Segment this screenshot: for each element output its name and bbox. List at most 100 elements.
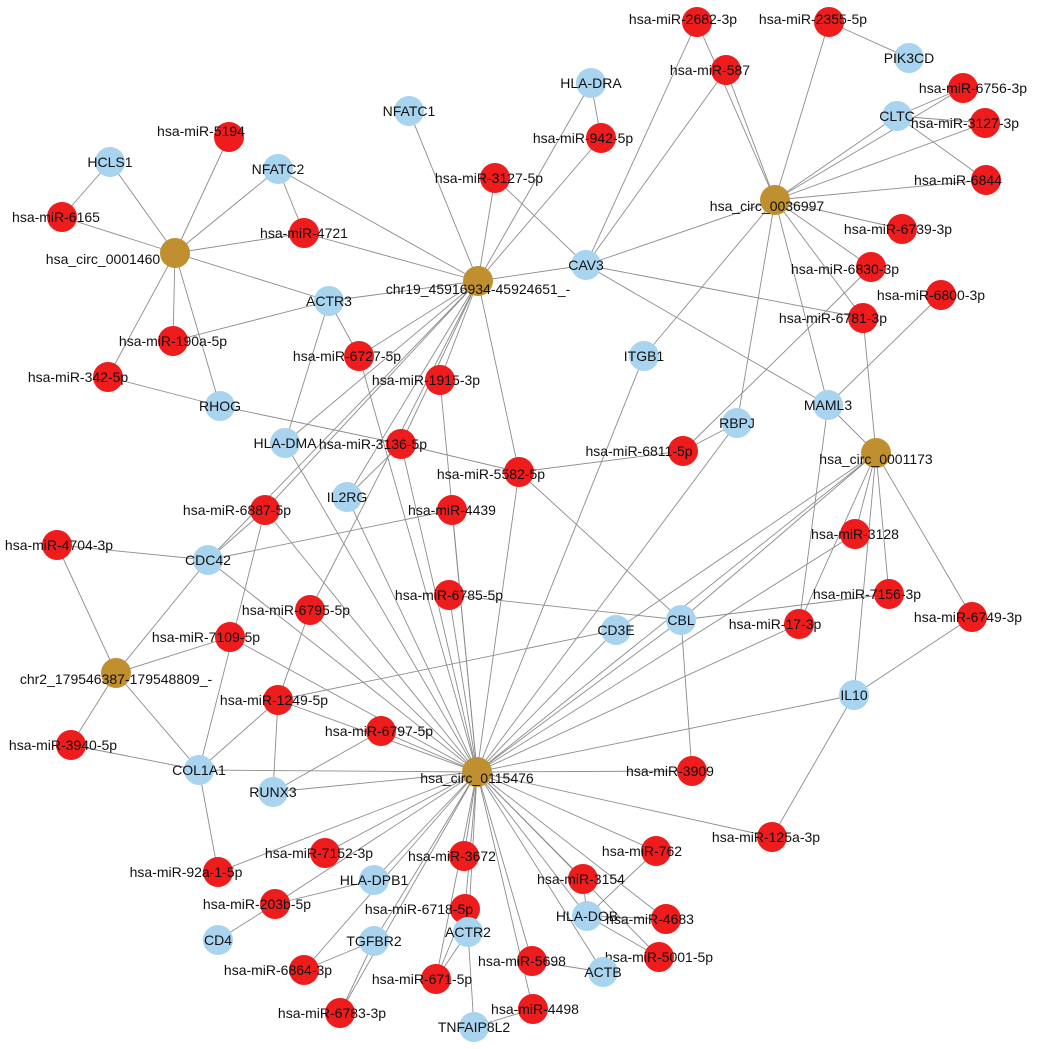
mrna-node-circle xyxy=(394,96,424,126)
node-label: hsa-miR-6811-5p xyxy=(585,443,692,459)
edge-circ_0001460-HCLS1 xyxy=(109,161,176,254)
edge-chr2-m7109 xyxy=(115,636,231,674)
mirna-node-circle xyxy=(677,756,707,786)
edge-CDC42-m4439 xyxy=(207,509,453,561)
edge-circ_0036997-MAML3 xyxy=(774,199,829,406)
edge-circ_0115476-ACTB xyxy=(476,771,604,973)
node-nfatc2: NFATC2 xyxy=(252,154,305,184)
edge-circ_0115476-m6887 xyxy=(264,509,478,773)
edge-COL1A1-m92a xyxy=(198,769,219,873)
edge-chr19-HLA-DMA xyxy=(284,280,479,444)
node-label: hsa-miR-6830-3p xyxy=(791,261,899,277)
node-m92a: hsa-miR-92a-1-5p xyxy=(130,857,243,887)
node-actr3: ACTR3 xyxy=(306,286,352,316)
edge-circ_0115476-RUNX3 xyxy=(272,771,478,793)
edge-IL10-m6749 xyxy=(853,616,973,696)
node-cd4: CD4 xyxy=(203,925,233,955)
node-label: hsa-miR-3127-5p xyxy=(435,170,543,186)
edge-circ_0115476-m7152 xyxy=(324,771,478,854)
node-rhog: RHOG xyxy=(199,391,241,421)
node-label: hsa_circ_0115476 xyxy=(420,770,534,786)
node-label: hsa-miR-2682-3p xyxy=(629,11,737,27)
node-m7109: hsa-miR-7109-5p xyxy=(152,622,260,652)
nodes-layer: hsa_circ_0001460chr19_45916934-45924651_… xyxy=(5,7,1027,1042)
node-m3136: hsa-miR-3136-5p xyxy=(319,429,427,459)
mrna-node-circle xyxy=(459,1012,489,1042)
mirna-node-circle xyxy=(586,123,616,153)
edge-MAML3-m6800 xyxy=(827,294,942,406)
node-hla-dpb1: HLA-DPB1 xyxy=(340,865,408,895)
mrna-node-circle xyxy=(184,755,214,785)
node-label: chr19_45916934-45924651_- xyxy=(386,281,571,297)
node-m4683: hsa-miR-4683 xyxy=(606,904,694,934)
node-label: hsa-miR-342-5p xyxy=(28,369,129,385)
node-label: hsa-miR-3136-5p xyxy=(319,436,427,452)
node-itgb1: ITGB1 xyxy=(624,341,664,371)
edge-m3127_5-CAV3 xyxy=(494,177,587,266)
edge-circ_0115476-HLA-DPB1 xyxy=(373,771,478,881)
node-m6830: hsa-miR-6830-3p xyxy=(791,252,899,282)
node-label: hsa-miR-762 xyxy=(602,843,682,859)
mirna-node-circle xyxy=(250,495,280,525)
mrna-node-circle xyxy=(722,408,752,438)
node-label: hsa-miR-5194 xyxy=(157,123,245,139)
edge-circ_0001460-m5194 xyxy=(174,136,230,254)
node-cav3: CAV3 xyxy=(568,250,604,280)
node-label: hsa-miR-3940-5p xyxy=(9,737,117,753)
node-label: TNFAIP8L2 xyxy=(438,1019,511,1035)
edge-IL10-m125a xyxy=(771,694,855,838)
mirna-node-circle xyxy=(215,622,245,652)
node-m342: hsa-miR-342-5p xyxy=(28,362,129,392)
node-label: hsa-miR-6165 xyxy=(12,209,100,225)
edge-m3136-m5582 xyxy=(400,443,520,473)
mirna-node-circle xyxy=(848,303,878,333)
edge-chr19-IL2RG xyxy=(346,280,479,498)
node-m190a: hsa-miR-190a-5p xyxy=(119,326,227,356)
node-label: hsa-miR-5698 xyxy=(478,953,566,969)
edge-circ_0001460-NFATC2 xyxy=(174,168,279,254)
edge-circ_0115476-m3136 xyxy=(400,443,478,773)
mrna-node-circle xyxy=(571,250,601,280)
node-label: hsa-miR-2355-5p xyxy=(759,11,867,27)
edge-circ_0115476-m6797 xyxy=(380,730,478,773)
node-m6749: hsa-miR-6749-3p xyxy=(914,602,1022,632)
mirna-node-circle xyxy=(948,73,978,103)
node-m6800: hsa-miR-6800-3p xyxy=(877,280,985,310)
edge-chr19-CAV3 xyxy=(477,264,587,282)
edge-m6795-m1249 xyxy=(277,609,311,701)
edge-circ_0036997-RBPJ xyxy=(736,199,776,424)
node-cd3e: CD3E xyxy=(597,615,635,645)
node-m6739: hsa-miR-6739-3p xyxy=(844,214,952,244)
mirna-node-circle xyxy=(926,280,956,310)
node-label: hsa-miR-6797-5p xyxy=(325,723,433,739)
node-m6844: hsa-miR-6844 xyxy=(914,165,1002,195)
node-hla-dob: HLA-DOB xyxy=(556,901,618,931)
edge-circ_0036997-m6830 xyxy=(774,199,872,268)
mirna-node-circle xyxy=(421,964,451,994)
mirna-node-circle xyxy=(386,429,416,459)
node-label: TGFBR2 xyxy=(346,933,401,949)
edge-chr19-HLA-DRA xyxy=(477,82,592,282)
mirna-node-circle xyxy=(449,841,479,871)
node-label: hsa-miR-6783-3p xyxy=(278,1005,386,1021)
mrna-node-circle xyxy=(270,428,300,458)
mirna-node-circle xyxy=(568,864,598,894)
edge-chr19-NFATC1 xyxy=(408,110,479,282)
mirna-node-circle xyxy=(784,609,814,639)
edge-circ_0115476-IL2RG xyxy=(346,496,478,773)
edge-circ_0001173-IL10 xyxy=(853,452,877,696)
edge-circ_0001173-m6749 xyxy=(875,452,973,618)
node-tgfbr2: TGFBR2 xyxy=(346,926,402,956)
node-label: hsa-miR-3909 xyxy=(626,763,714,779)
edge-circ_0115476-m92a xyxy=(217,771,478,873)
node-label: ACTB xyxy=(584,964,621,980)
node-label: RBPJ xyxy=(719,415,755,431)
edge-circ_0115476-m6727 xyxy=(358,355,478,773)
edge-circ_0115476-m6795 xyxy=(309,609,478,773)
mirna-node-circle xyxy=(310,838,340,868)
edge-circ_0001173-m6781 xyxy=(862,317,877,454)
edge-CBL-m3909 xyxy=(680,619,693,772)
mrna-node-circle xyxy=(839,680,869,710)
edge-circ_0036997-m3127_3 xyxy=(774,122,986,201)
circrna-node-circle xyxy=(101,658,131,688)
